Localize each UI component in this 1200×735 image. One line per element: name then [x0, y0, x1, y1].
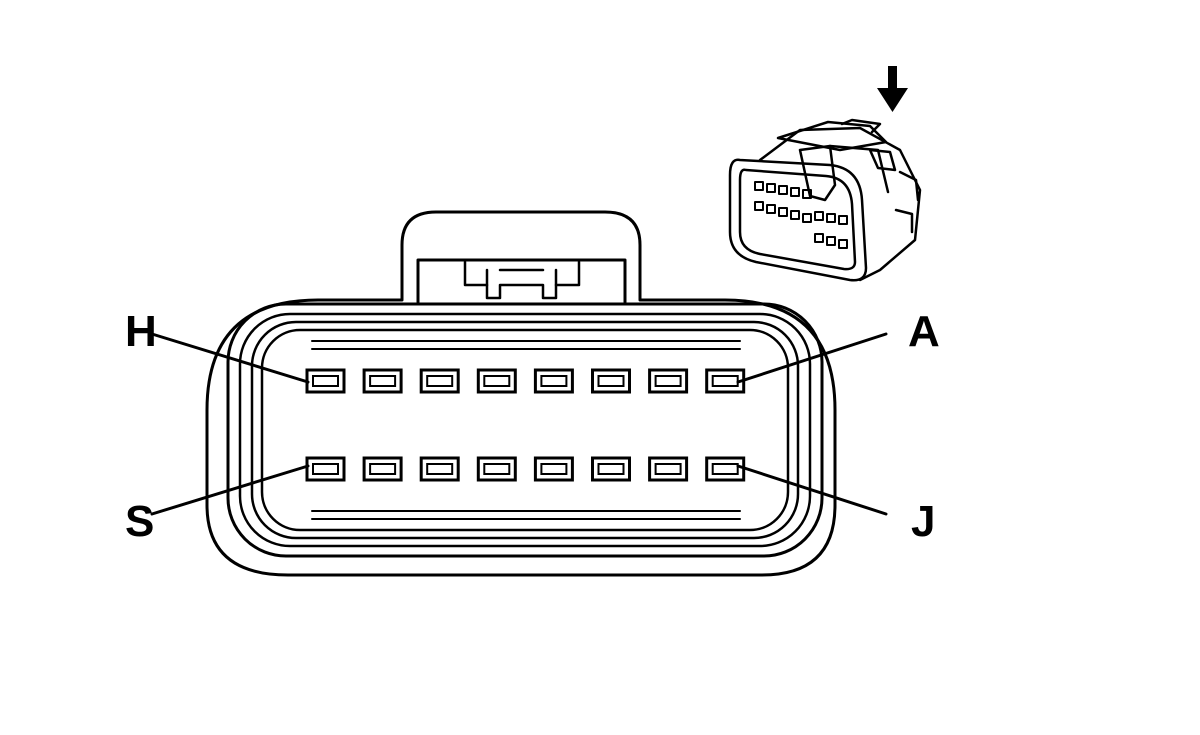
- leader-line-bottom-right: [736, 464, 888, 516]
- pin-label-bottom-right: J: [911, 497, 935, 546]
- latch-recess: [416, 258, 627, 304]
- pin-cavity: [362, 368, 403, 394]
- leader-line-top-left: [150, 332, 310, 384]
- pin-cavity: [591, 368, 631, 394]
- down-arrow-icon: [877, 66, 908, 112]
- inset-front-face: [728, 158, 868, 282]
- pin-cavity: [362, 456, 403, 482]
- pin-label-top-right: A: [908, 307, 940, 356]
- seal-ring-2: [238, 312, 812, 548]
- leader-line-bottom-left: [150, 464, 310, 516]
- seal-ring-4: [260, 328, 790, 532]
- inset-pin-cavities: [754, 181, 848, 249]
- pin-cavity: [533, 456, 574, 482]
- pin-cavity: [476, 456, 517, 482]
- pin-cavity: [419, 368, 460, 394]
- pin-cavity: [305, 456, 346, 482]
- pin-cavity: [476, 368, 517, 394]
- pin-cavity: [305, 368, 346, 394]
- pin-cavity: [419, 456, 460, 482]
- pin-cavity: [533, 368, 574, 394]
- pin-cavity: [648, 456, 689, 482]
- pin-cavity: [705, 456, 746, 482]
- seal-ring-1: [226, 302, 824, 558]
- leader-lines: [150, 332, 888, 516]
- inset-rear-body: [758, 126, 922, 282]
- connector-isometric-view: [728, 66, 922, 282]
- pin-label-bottom-left: S: [125, 497, 154, 546]
- seal-ring-3: [250, 320, 800, 540]
- connector-outer-shell: [205, 210, 837, 577]
- pin-cavities: [305, 368, 746, 482]
- leader-line-top-right: [736, 332, 888, 384]
- pin-label-top-left: H: [125, 307, 157, 356]
- pin-cavity: [591, 456, 631, 482]
- connector-face: [205, 210, 837, 577]
- pin-cavity: [648, 368, 689, 394]
- latch-detail: [463, 260, 581, 300]
